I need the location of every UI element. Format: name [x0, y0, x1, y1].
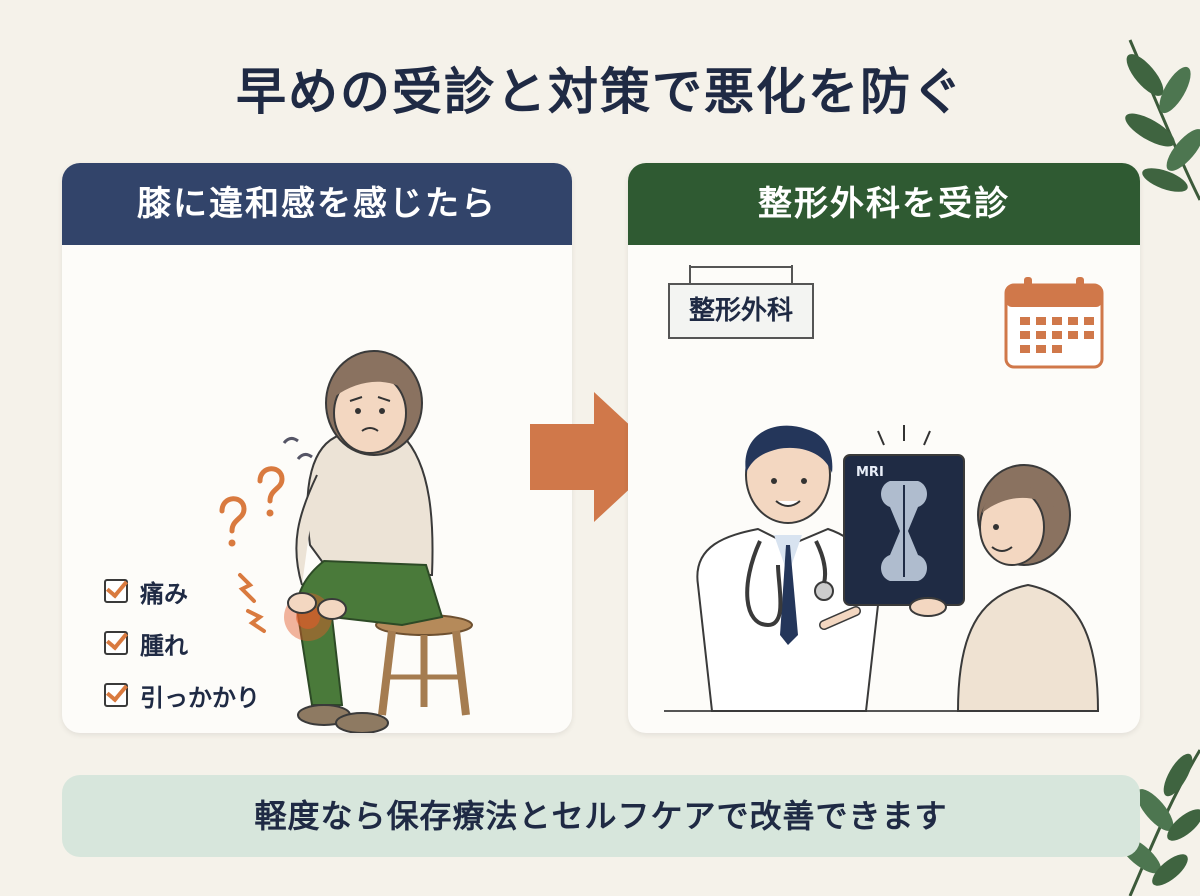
symptom-card-heading: 膝に違和感を感じたら — [62, 163, 572, 245]
clinic-card: 整形外科を受診 — [628, 163, 1140, 733]
worried-woman-illustration — [219, 350, 473, 733]
question-mark-icon — [219, 466, 285, 534]
symptom-checklist: 痛み 腫れ 引っかかり — [104, 565, 260, 721]
leaf-decoration-top-right — [1125, 39, 1200, 201]
checkbox-icon — [104, 579, 128, 603]
symptom-card: 膝に違和感を感じたら — [62, 163, 572, 733]
clinic-sign: 整形外科 — [668, 283, 814, 339]
page-title: 早めの受診と対策で悪化を防ぐ — [236, 63, 964, 121]
mri-label: MRI — [856, 465, 884, 480]
arrow-right-icon — [530, 392, 664, 522]
checkbox-icon — [104, 683, 128, 707]
checklist-item: 腫れ — [104, 617, 260, 669]
doctor-illustration — [664, 265, 1104, 712]
conclusion-banner: 軽度なら保存療法とセルフケアで改善できます — [62, 775, 1140, 857]
mri-image — [843, 454, 965, 606]
patient-illustration — [956, 464, 1100, 712]
calendar-icon — [1004, 277, 1104, 369]
checklist-item: 痛み — [104, 565, 260, 617]
checklist-item: 引っかかり — [104, 669, 260, 721]
checkbox-icon — [104, 631, 128, 655]
clinic-card-heading: 整形外科を受診 — [628, 163, 1140, 245]
leaf-decoration-bottom-right — [1119, 749, 1200, 896]
